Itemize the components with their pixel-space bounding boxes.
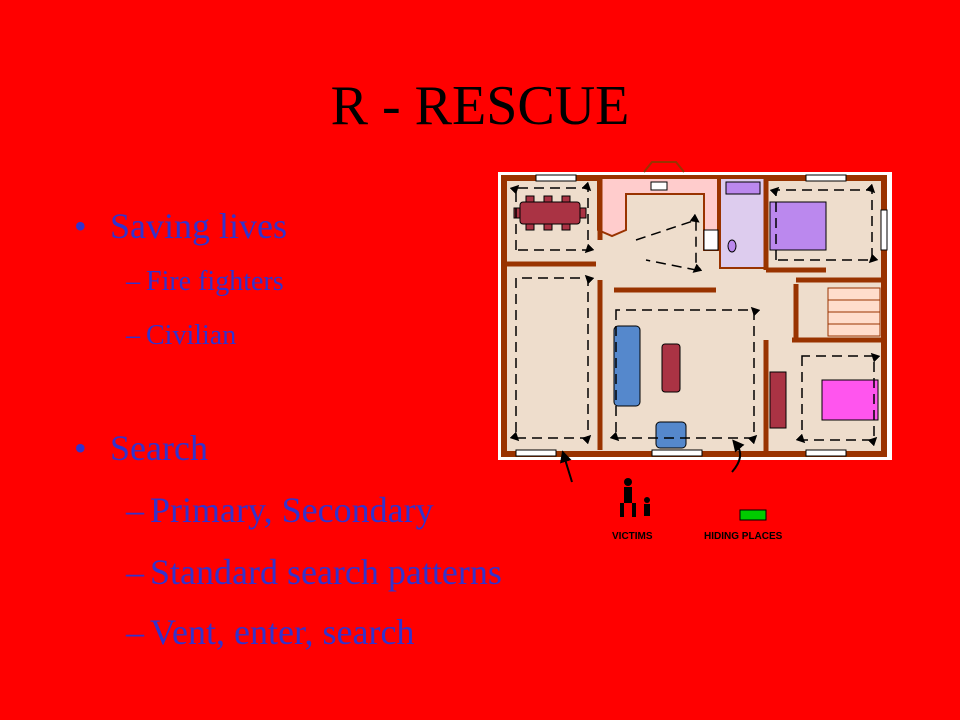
stove (703, 229, 719, 251)
interior-walls (504, 178, 884, 454)
victims-icon (620, 478, 650, 517)
subitem-civilian: –Civilian (126, 320, 237, 351)
legend-hiding-places: HIDING PLACES (704, 531, 783, 542)
bed-pink (821, 379, 879, 421)
windows (515, 174, 888, 457)
bullet-icon: • (74, 428, 87, 468)
hiding-place-marker (739, 509, 767, 521)
bay-window (643, 161, 685, 173)
coffee-table (661, 343, 681, 393)
bathtub (725, 181, 761, 195)
sink (650, 181, 668, 191)
bullet-search: Search (110, 428, 208, 468)
subitem-vent-enter-search: –Vent, enter, search (126, 612, 415, 652)
dining-table (519, 201, 581, 225)
sofa (613, 325, 641, 407)
dresser (769, 371, 787, 429)
subitem-standard-search-patterns: –Standard search patterns (126, 552, 502, 592)
entry-arrows (560, 439, 745, 483)
subitem-primary-secondary: –Primary, Secondary (126, 490, 434, 530)
bullet-icon: • (74, 206, 87, 246)
floor-plan-diagram (498, 161, 892, 521)
subitem-fire-fighters: –Fire fighters (126, 266, 284, 297)
bullet-saving-lives: Saving lives (110, 206, 287, 246)
stairs (827, 287, 881, 337)
slide-title: R - RESCUE (330, 75, 630, 137)
bed-purple (769, 201, 827, 251)
toilet (727, 239, 737, 253)
search-path-arrows (516, 188, 874, 440)
armchair (655, 421, 687, 449)
legend-victims: VICTIMS (612, 531, 653, 542)
